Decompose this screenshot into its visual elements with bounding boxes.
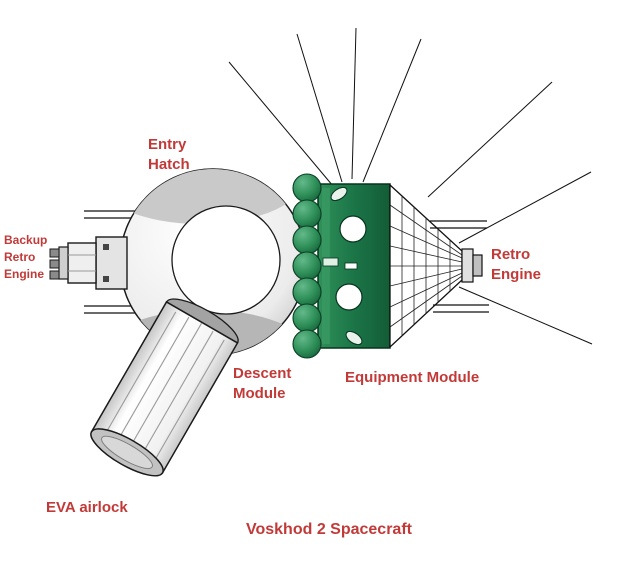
equipment-module-cone [389, 183, 463, 349]
entry-hatch-ring [171, 205, 281, 315]
panel-porthole-bottom [335, 283, 363, 311]
label-descent-module: Descent Module [233, 365, 292, 402]
label-equipment-module: Equipment Module [345, 369, 480, 386]
eva-airlock-cylinder [90, 298, 239, 477]
right-antenna-pairs [430, 220, 489, 313]
diagram-title: Voskhod 2 Spacecraft [246, 521, 412, 538]
panel-thruster-top [330, 186, 348, 202]
panel-porthole-top [339, 215, 367, 243]
label-backup-retro-engine: Backup Retro Engine [4, 233, 48, 281]
propellant-spheres [292, 173, 322, 359]
label-eva-airlock: EVA airlock [46, 499, 128, 516]
antenna-lines [228, 27, 593, 345]
panel-thruster-bottom [345, 330, 363, 346]
backup-retro-engine-assembly [49, 236, 128, 290]
label-retro-engine: Retro Engine [491, 246, 542, 283]
equipment-module-panel [317, 183, 391, 349]
label-entry-hatch: Entry Hatch [148, 136, 190, 173]
retro-engine-nozzle [461, 248, 483, 283]
